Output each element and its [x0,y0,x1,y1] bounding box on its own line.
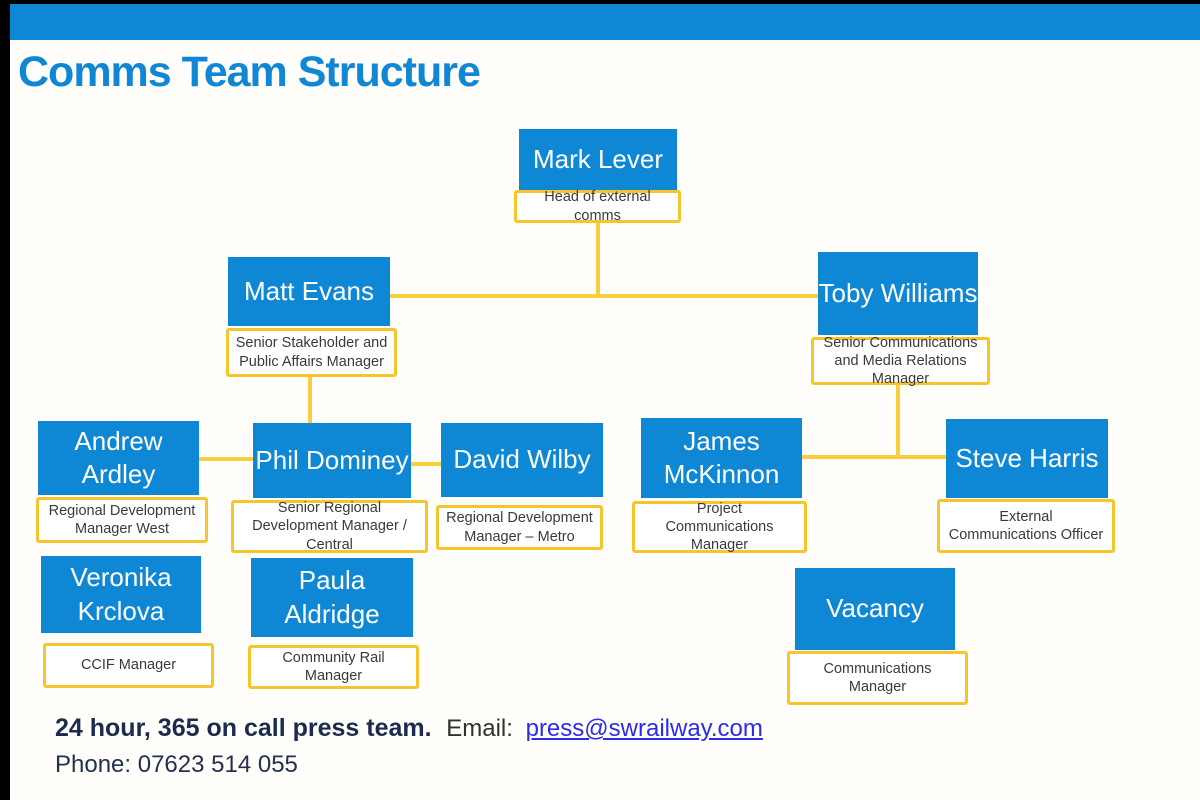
title-box-david-wilby: Regional Development Manager – Metro [436,505,603,550]
press-team-text: 24 hour, 365 on call press team. [55,714,432,742]
name-box-phil-dominey: Phil Dominey [253,423,411,498]
footer: 24 hour, 365 on call press team. Email: … [55,714,1155,779]
name-box-james-mckinnon: James McKinnon [641,418,802,498]
top-black-edge [0,0,1200,4]
name-box-veronika-krclova: Veronika Krclova [41,556,201,633]
name-box-matt-evans: Matt Evans [228,257,390,326]
name-box-toby-williams: Toby Williams [818,252,978,335]
name-box-david-wilby: David Wilby [441,423,603,497]
title-box-toby-williams: Senior Communications and Media Relation… [811,335,990,387]
email-label: Email: [446,715,513,742]
email-link[interactable]: press@swrailway.com [525,715,763,742]
name-box-vacancy: Vacancy [795,568,955,650]
title-box-veronika-krclova: CCIF Manager [43,643,214,688]
title-box-james-mckinnon: Project Communications Manager [632,501,807,553]
name-box-mark-lever: Mark Lever [519,129,677,190]
slide-title: Comms Team Structure [18,48,481,96]
press-team-line: 24 hour, 365 on call press team. Email: … [55,714,1155,743]
phone-line: Phone: 07623 514 055 [55,751,298,778]
header-bar [10,4,1200,40]
name-box-steve-harris: Steve Harris [946,419,1108,498]
left-black-edge [0,0,10,800]
title-box-steve-harris: External Communications Officer [937,499,1115,553]
title-box-andrew-ardley: Regional Development Manager West [36,497,208,543]
connector-williams-down [896,385,900,459]
title-box-mark-lever: Head of external comms [514,189,681,224]
connector-dominey-wilby [411,462,441,466]
name-box-andrew-ardley: Andrew Ardley [38,421,199,495]
title-box-vacancy: Communications Manager [787,651,968,705]
title-box-phil-dominey: Senior Regional Development Manager / Ce… [231,500,428,553]
title-box-matt-evans: Senior Stakeholder and Public Affairs Ma… [226,328,397,377]
connector-evans-dominey [308,377,312,423]
name-box-paula-aldridge: Paula Aldridge [251,558,413,637]
connector-ardley-dominey [199,457,253,461]
connector-evans-williams [390,294,818,298]
title-box-paula-aldridge: Community Rail Manager [248,645,419,689]
connector-marklever-down [596,222,600,298]
connector-mckinnon-harris [802,455,946,459]
